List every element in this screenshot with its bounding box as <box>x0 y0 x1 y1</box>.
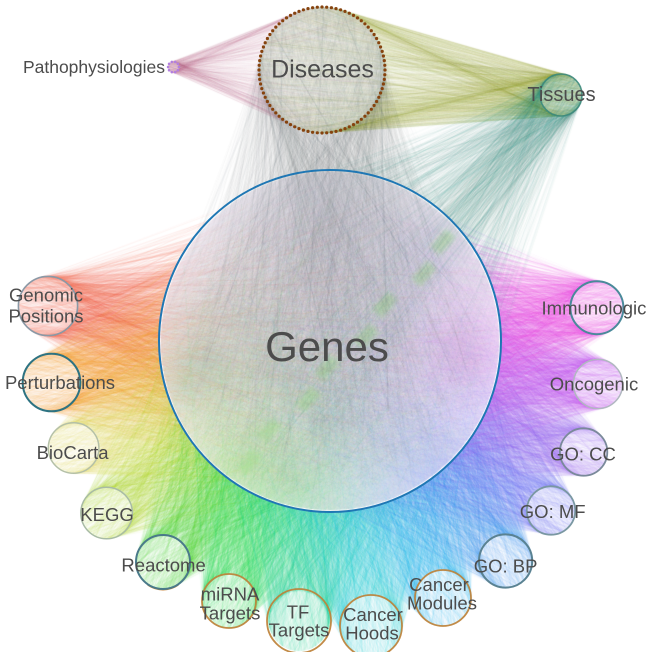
svg-text:Reactome: Reactome <box>121 555 205 576</box>
svg-text:BioCarta: BioCarta <box>37 442 110 463</box>
svg-text:KEGG: KEGG <box>80 504 133 525</box>
svg-text:Cancer: Cancer <box>409 574 469 595</box>
svg-text:GO: BP: GO: BP <box>474 555 538 576</box>
svg-text:Cancer: Cancer <box>343 604 403 625</box>
svg-text:Hoods: Hoods <box>345 623 398 644</box>
svg-text:Targets: Targets <box>200 602 261 623</box>
svg-text:miRNA: miRNA <box>201 583 260 604</box>
svg-text:Genomic: Genomic <box>9 285 83 306</box>
svg-text:Tissues: Tissues <box>527 84 595 106</box>
svg-text:TF: TF <box>287 602 310 623</box>
svg-text:GO: MF: GO: MF <box>520 501 586 522</box>
svg-text:GO: CC: GO: CC <box>550 443 616 464</box>
svg-text:Perturbations: Perturbations <box>5 372 115 393</box>
svg-text:Immunologic: Immunologic <box>542 298 647 319</box>
svg-text:Genes: Genes <box>265 323 389 370</box>
svg-text:Oncogenic: Oncogenic <box>550 374 638 395</box>
svg-text:Positions: Positions <box>8 306 83 327</box>
svg-text:Diseases: Diseases <box>271 56 374 84</box>
svg-text:Modules: Modules <box>407 593 477 614</box>
svg-text:Targets: Targets <box>269 620 330 641</box>
svg-text:Pathophysiologies: Pathophysiologies <box>23 57 165 77</box>
